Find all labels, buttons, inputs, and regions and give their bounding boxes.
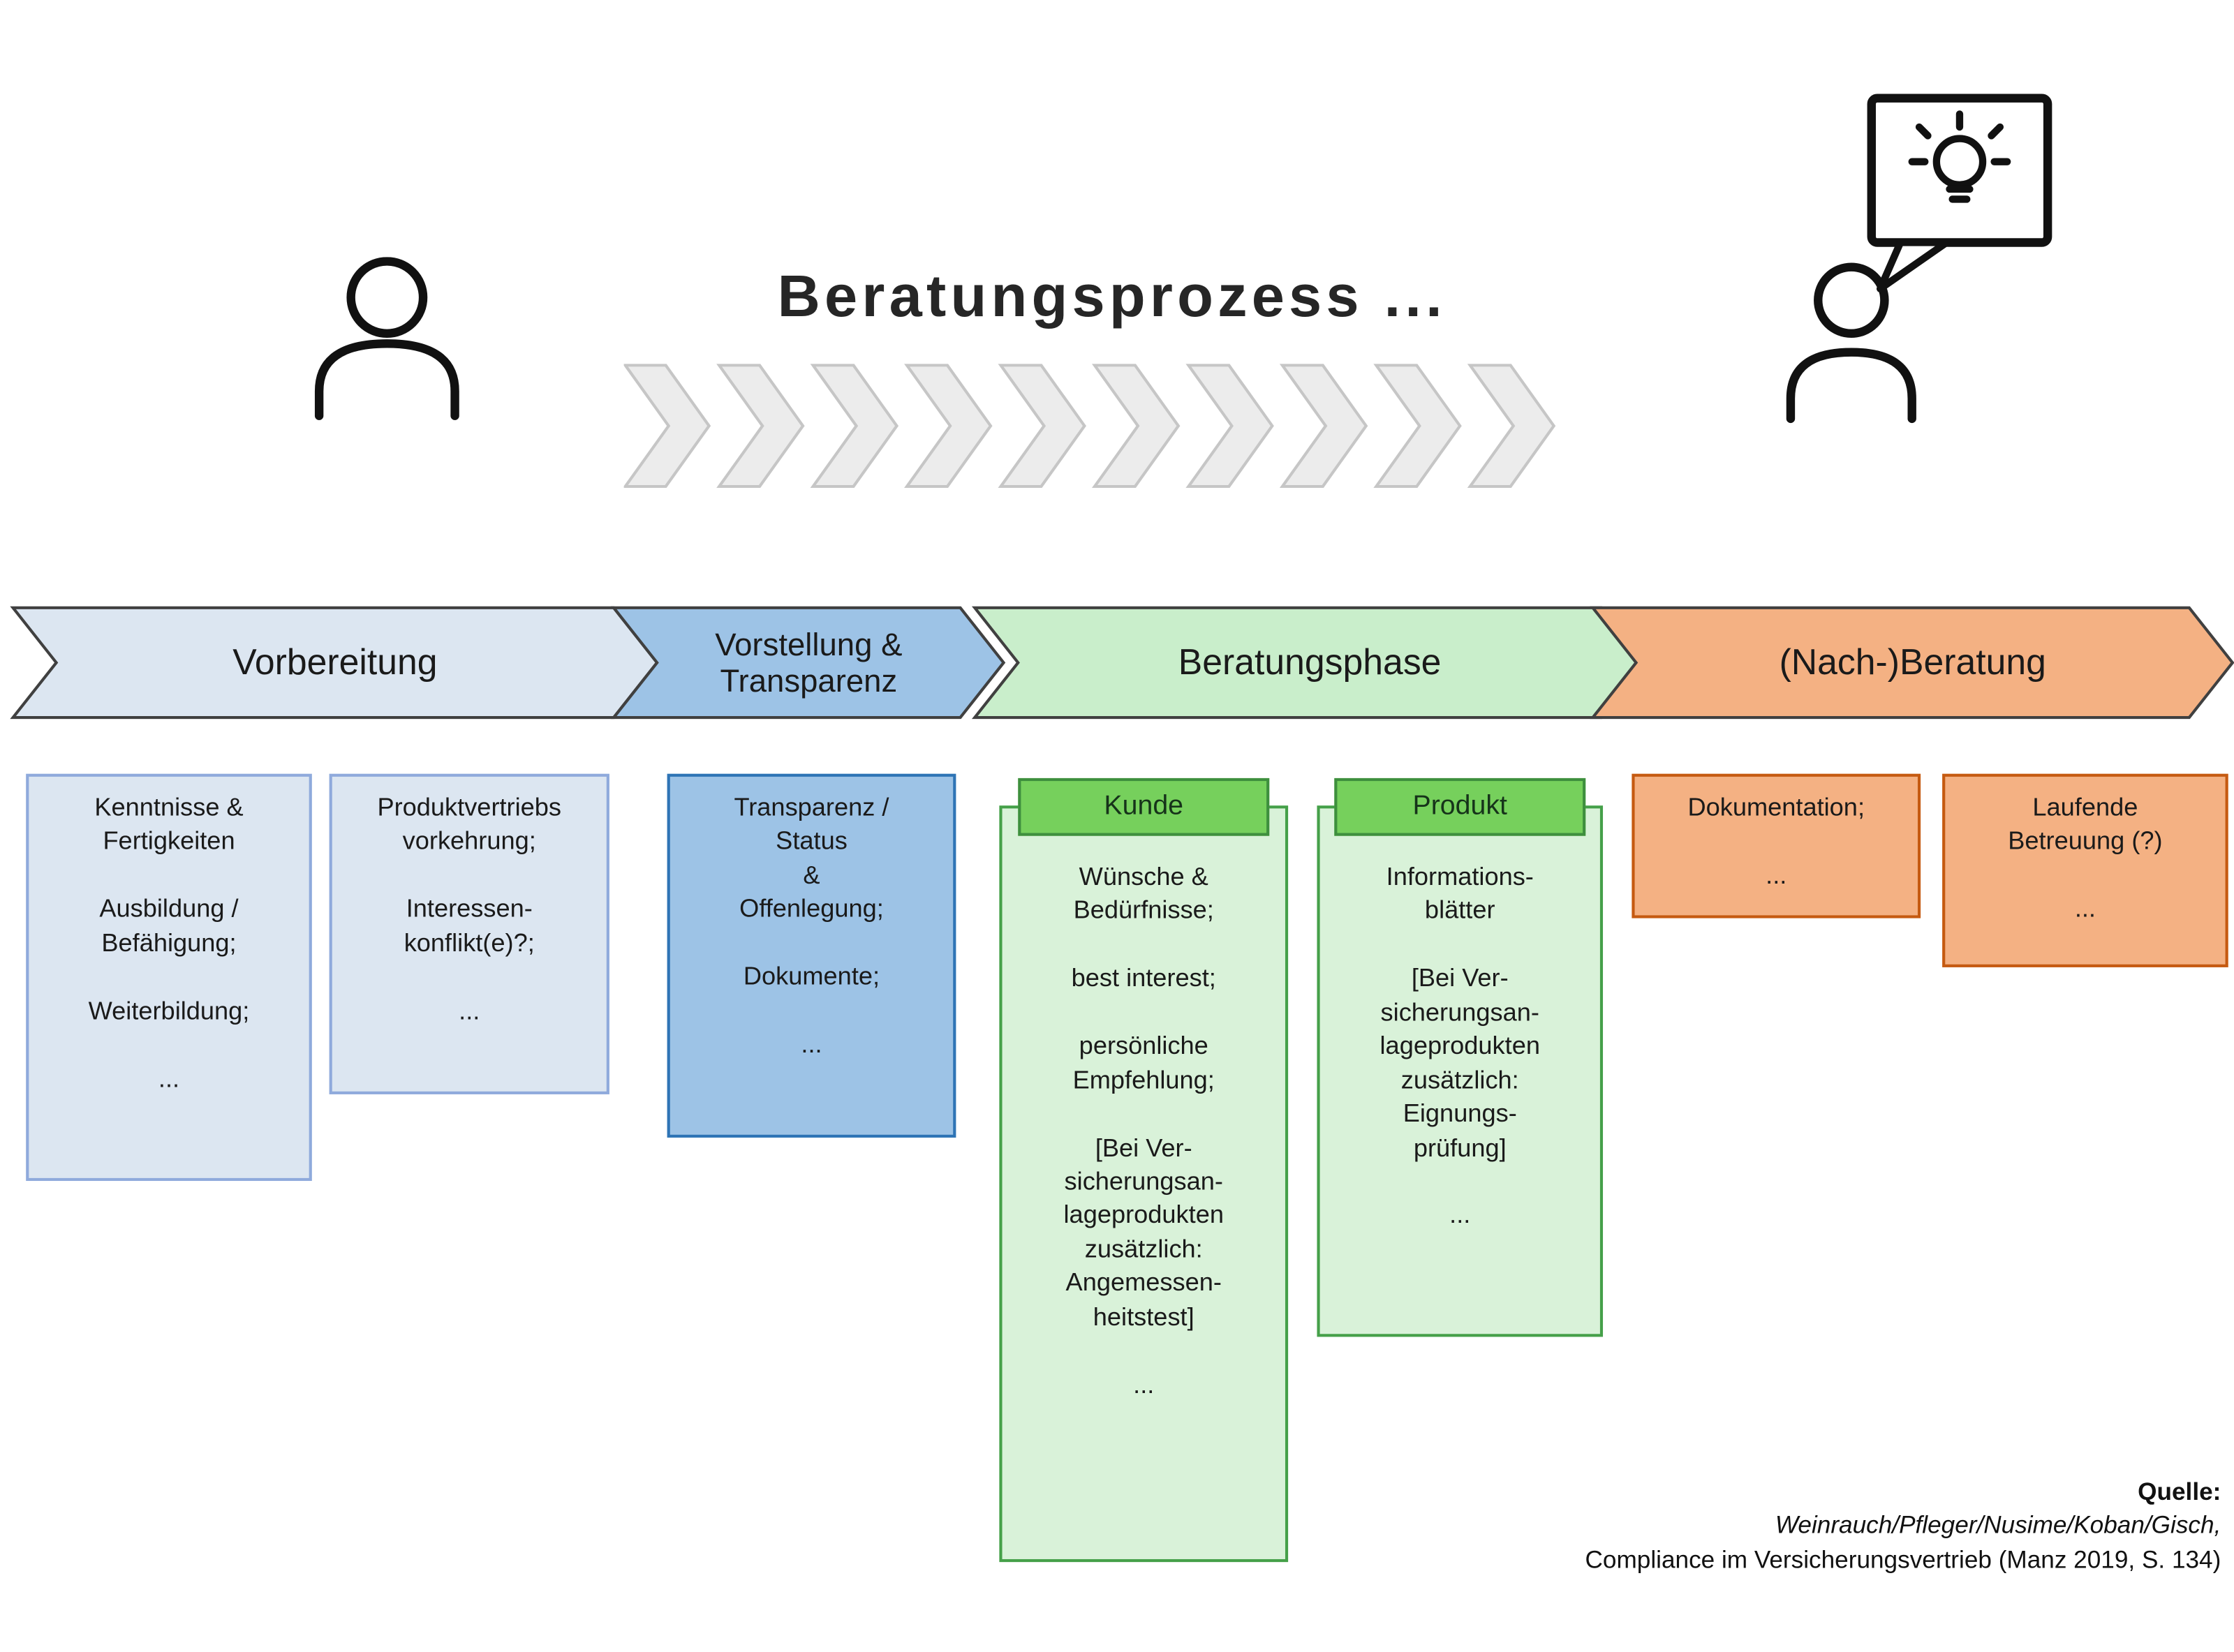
box-text: Kenntnisse & Fertigkeiten Ausbildung / B… (88, 792, 250, 1092)
kunde-header-chip: Kunde (1018, 777, 1270, 836)
box-text: Wünsche & Bedürfnisse; best interest; pe… (1063, 861, 1224, 1399)
box-text: Produktvertriebs vorkehrung; Interessen-… (377, 792, 562, 1025)
box-kenntnisse-fertigkeiten: Kenntnisse & Fertigkeiten Ausbildung / B… (26, 773, 312, 1182)
client-person-lightbulb-icon (1786, 94, 2052, 424)
box-dokumentation: Dokumentation; ... (1632, 773, 1921, 918)
phase-label: Beratungsphase (1178, 641, 1442, 683)
box-transparenz-status: Transparenz / Status & Offenlegung; Doku… (667, 773, 956, 1138)
phase-label: (Nach-)Beratung (1779, 641, 2046, 683)
box-laufende-betreuung: Laufende Betreuung (?) ... (1942, 773, 2228, 967)
source-citation: Quelle: Weinrauch/Pfleger/Nusime/Koban/G… (1011, 1475, 2221, 1577)
box-text: Transparenz / Status & Offenlegung; Doku… (734, 792, 889, 1059)
progress-chevrons-icon (624, 364, 1577, 488)
phase-label: Vorbereitung (232, 641, 438, 683)
box-text: Informations- blätter [Bei Ver- sicherun… (1379, 861, 1540, 1230)
box-text: Dokumentation; ... (1687, 792, 1865, 889)
source-label: Quelle: (2138, 1478, 2221, 1506)
phase-arrow-nachberatung: (Nach-)Beratung (1590, 606, 2234, 720)
phase-label: Vorstellung & Transparenz (715, 626, 903, 699)
box-produktvertriebsvorkehrung: Produktvertriebs vorkehrung; Interessen-… (329, 773, 609, 1094)
page-title: Beratungsprozess ... (777, 262, 1447, 329)
source-authors: Weinrauch/Pfleger/Nusime/Koban/Gisch, (1775, 1512, 2221, 1540)
phase-arrow-vorstellung-transparenz: Vorstellung & Transparenz (610, 606, 1006, 720)
produkt-header-chip: Produkt (1334, 777, 1586, 836)
box-text: Laufende Betreuung (?) ... (2008, 792, 2163, 923)
box-produkt: Produkt Informations- blätter [Bei Ver- … (1317, 777, 1604, 1337)
phase-arrow-vorbereitung: Vorbereitung (10, 606, 659, 720)
advisor-person-icon (314, 257, 459, 420)
phase-arrow-beratungsphase: Beratungsphase (971, 606, 1647, 720)
box-kunde: Kunde Wünsche & Bedürfnisse; best intere… (999, 777, 1289, 1563)
source-work: Compliance im Versicherungsvertrieb (Man… (1585, 1546, 2221, 1574)
